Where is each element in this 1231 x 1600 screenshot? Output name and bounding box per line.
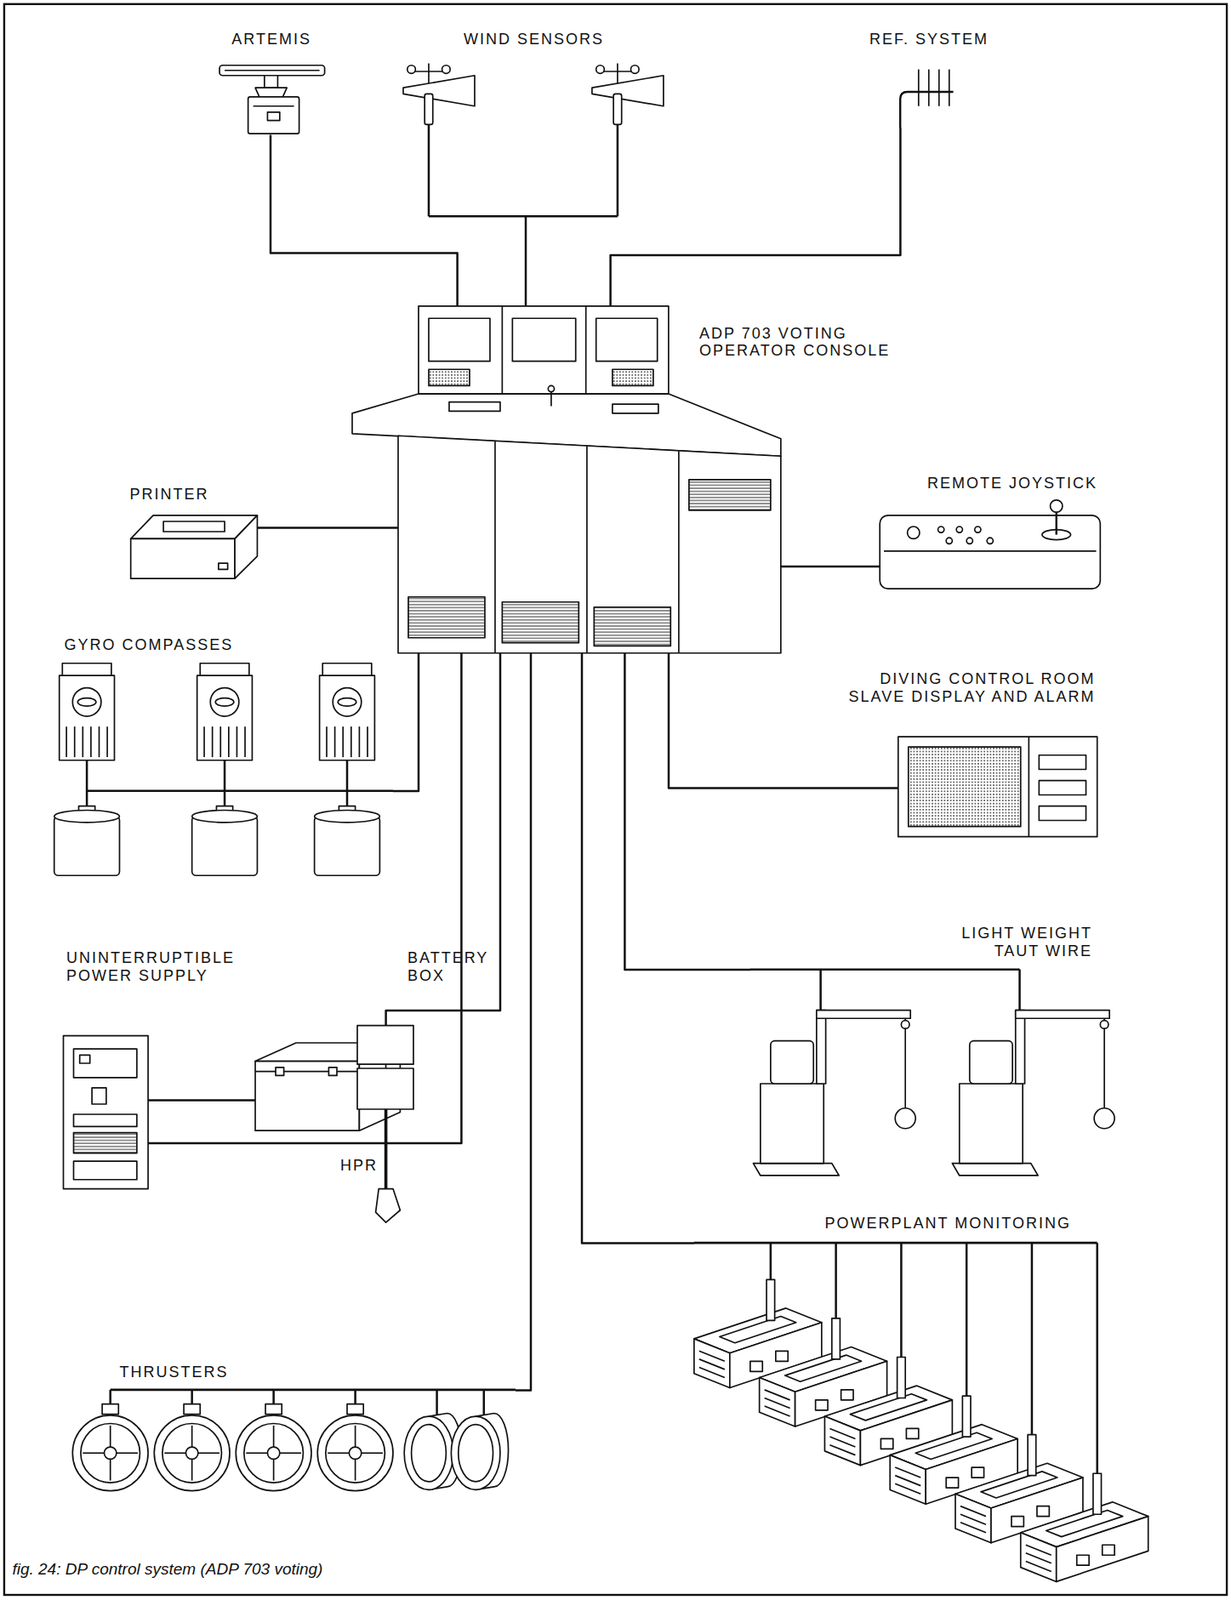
equipment-node: UNINTERRUPTIBLE POWER SUPPLY: [62, 1036, 149, 1190]
connector-line: [780, 565, 880, 569]
equipment-node: WIND SENSORS: [398, 59, 669, 217]
component-label: PRINTER: [129, 485, 211, 504]
equipment-node: POWERPLANT MONITORING: [694, 1243, 1154, 1585]
component-label: POWERPLANT MONITORING: [825, 1214, 1074, 1233]
gyro-compass-set: [54, 663, 394, 877]
hpr-unit: [357, 1025, 414, 1224]
connector-line: [256, 526, 399, 530]
equipment-node: LIGHT WEIGHT TAUT WIRE: [750, 969, 1123, 1190]
connector-line: [148, 1099, 256, 1102]
component-label: ARTEMIS: [230, 30, 313, 49]
connector-line: [668, 653, 899, 788]
equipment-node: BATTERY BOX: [255, 1042, 400, 1131]
connector-line: [386, 653, 501, 1026]
component-label: THRUSTERS: [119, 1363, 231, 1382]
printer: [131, 515, 258, 579]
component-label: REF. SYSTEM: [868, 30, 991, 49]
connector-line: [148, 653, 462, 1144]
component-label: ADP 703 VOTING OPERATOR CONSOLE: [699, 324, 893, 360]
component-label: WIND SENSORS: [462, 30, 606, 49]
component-label: GYRO COMPASSES: [64, 636, 236, 655]
component-label: DIVING CONTROL ROOM SLAVE DISPLAY AND AL…: [846, 670, 1096, 706]
connector-line: [515, 653, 531, 1391]
figure-caption: fig. 24: DP control system (ADP 703 voti…: [11, 1560, 323, 1579]
component-label: REMOTE JOYSTICK: [924, 474, 1098, 493]
slave-display: [898, 736, 1098, 838]
equipment-node: THRUSTERS: [71, 1390, 516, 1496]
equipment-node: REF. SYSTEM: [877, 62, 960, 128]
connector-line: [270, 134, 458, 307]
equipment-node: ARTEMIS: [219, 62, 325, 135]
artemis-antenna: [219, 65, 325, 134]
thruster-set: [72, 1390, 516, 1492]
equipment-node: ADP 703 VOTING OPERATOR CONSOLE: [398, 306, 781, 654]
connector-line: [524, 216, 528, 307]
connector-line: [624, 653, 751, 970]
wind-sensor-pair: [403, 62, 664, 217]
remote-joystick: [879, 500, 1100, 589]
connector-line: [610, 127, 901, 307]
equipment-node: GYRO COMPASSES: [51, 661, 394, 881]
component-label: BATTERY BOX: [407, 949, 419, 985]
page-frame: [4, 4, 1227, 1596]
powerplant-engines: [694, 1242, 1149, 1582]
component-label: HPR: [337, 1156, 378, 1175]
reference-antenna: [900, 69, 953, 128]
equipment-node: REMOTE JOYSTICK: [879, 498, 1100, 590]
ups-cabinet: [63, 1036, 149, 1190]
equipment-node: HPR: [352, 1025, 421, 1226]
connector-line: [581, 653, 695, 1244]
component-label: LIGHT WEIGHT TAUT WIRE: [959, 924, 1093, 960]
taut-wire-pair: [750, 969, 1115, 1176]
component-label: UNINTERRUPTIBLE POWER SUPPLY: [66, 949, 211, 985]
equipment-node: PRINTER: [131, 515, 258, 579]
equipment-node: DIVING CONTROL ROOM SLAVE DISPLAY AND AL…: [898, 736, 1098, 838]
connector-line: [393, 653, 419, 792]
